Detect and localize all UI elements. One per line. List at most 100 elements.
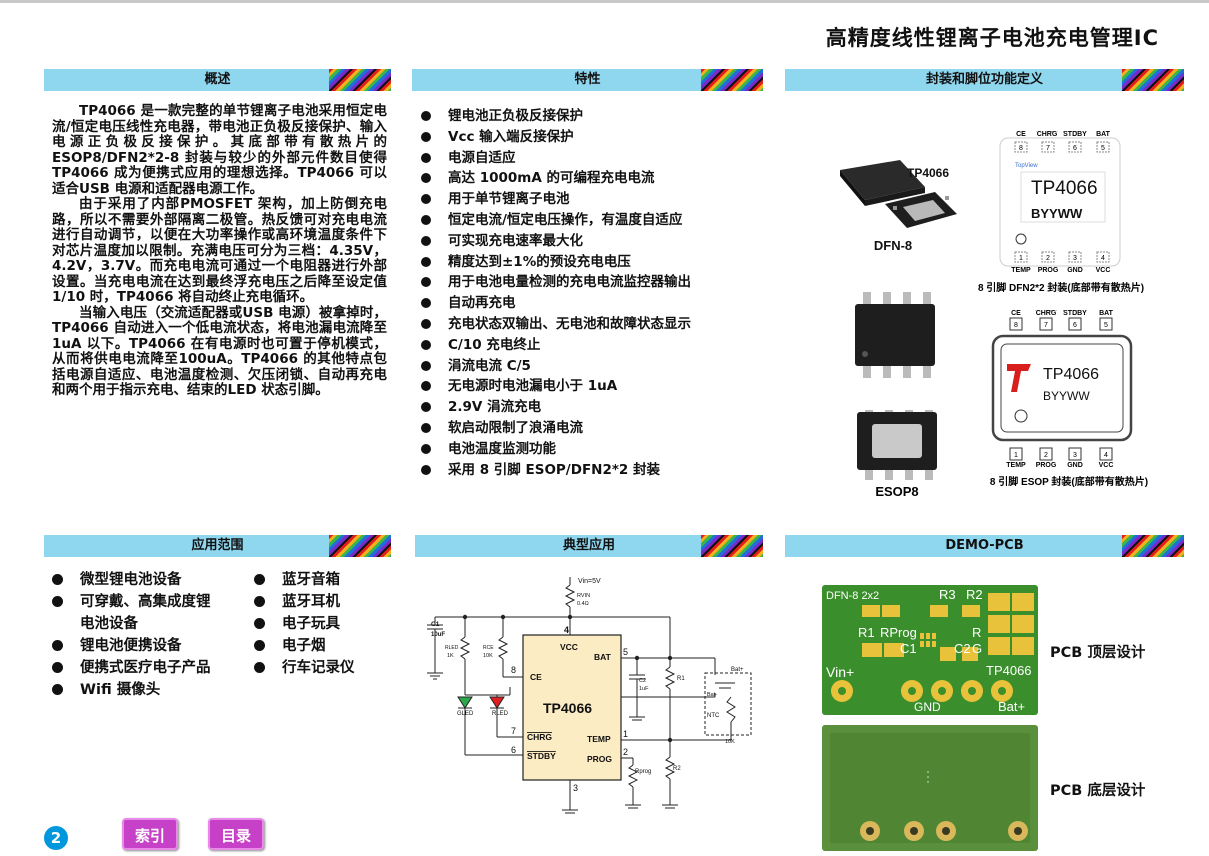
esop-pin-name: CE [1011, 310, 1021, 317]
esop-pin-number: 6 [1073, 322, 1077, 329]
dfn-pin-name: BAT [1096, 131, 1111, 138]
feature-item: 软启动限制了浪涌电流 [420, 418, 765, 439]
c2-label: C2 [639, 678, 646, 684]
dfn-chip-photo: TP4066 [840, 160, 957, 228]
dfn-marking-2: BYYWW [1031, 206, 1083, 221]
feature-item: 精度达到±1%的预设充电电压 [420, 252, 765, 273]
ntc-value: 10K [725, 739, 735, 745]
bat-plus-label: Bat+ [731, 667, 744, 673]
esop-marking-1: TP4066 [1043, 366, 1099, 383]
esop-pin-number: 5 [1104, 322, 1108, 329]
pcb-silk-r1: R1 [858, 625, 875, 640]
dfn-label: DFN-8 [874, 238, 912, 253]
toc-button[interactable]: 目录 [208, 818, 264, 850]
application-item: Wifi 摄像头 [48, 679, 248, 701]
header-decoration [701, 69, 763, 91]
esop-pin-name: VCC [1099, 462, 1114, 469]
dfn-chip-name: TP4066 [907, 166, 949, 180]
pin-temp: TEMP [587, 734, 611, 744]
dfn-pin-name: TEMP [1011, 267, 1031, 274]
application-item: 电子玩具 [250, 613, 390, 635]
bat-minus-label: Bat- [707, 692, 717, 698]
esop-pin-name: STDBY [1063, 310, 1087, 317]
dfn-pin-name: STDBY [1063, 131, 1087, 138]
feature-item: 无电源时电池漏电小于 1uA [420, 376, 765, 397]
pcb-silk-c1: C1 [900, 641, 917, 656]
pcb-bottom-image [822, 725, 1038, 851]
esop-pin-name: CHRG [1036, 310, 1057, 317]
package-diagram: TP4066 DFN-8 CE CHRG STDBY BAT 8 7 6 5 T… [840, 131, 1148, 499]
pcb-bottom-label: PCB 底层设计 [1050, 783, 1146, 799]
topview-label: TopView [1015, 163, 1038, 169]
demo-pcb-header: DEMO-PCB [785, 535, 1184, 557]
features-header-label: 特性 [574, 72, 601, 87]
gled-label: GLED [457, 711, 474, 717]
dfn-pin-number: 7 [1046, 145, 1050, 152]
overview-paragraph: TP4066 是一款完整的单节锂离子电池采用恒定电流/恒定电压线性充电器，带电池… [52, 103, 387, 197]
header-decoration [701, 535, 763, 557]
pcb-silk-c2: C2 [954, 641, 971, 656]
feature-item: 涓流电流 C/5 [420, 356, 765, 377]
pin-number: 1 [623, 729, 628, 739]
pcb-silk-bat: Bat+ [998, 699, 1025, 714]
index-button[interactable]: 索引 [122, 818, 178, 850]
pcb-silk-chip: TP4066 [986, 663, 1032, 678]
dfn-pin-name: VCC [1096, 267, 1111, 274]
rled-label: RLED [492, 711, 509, 717]
feature-item: 自动再充电 [420, 293, 765, 314]
c2-value: 1uF [639, 686, 649, 692]
esop-label: ESOP8 [875, 484, 918, 499]
pin-chrg: CHRG [527, 732, 552, 742]
feature-item: 用于电池电量检测的充电电流监控器输出 [420, 272, 765, 293]
pin-number: 5 [623, 647, 628, 657]
dfn-caption: 8 引脚 DFN2*2 封装(底部带有散热片) [978, 281, 1144, 294]
pcb-silk-gnd: GND [914, 700, 941, 714]
dfn-pin-name: GND [1067, 267, 1083, 274]
pin-vcc: VCC [560, 642, 578, 652]
feature-item: C/10 充电终止 [420, 335, 765, 356]
rce-label: RCE [483, 645, 494, 651]
pcb-silk-r: R [972, 625, 981, 640]
dfn-pin-number: 5 [1101, 145, 1105, 152]
pcb-silk-dfn: DFN-8 2x2 [826, 590, 879, 602]
features-list: 锂电池正负极反接保护 Vcc 输入端反接保护 电源自适应 高达 1000mA 的… [420, 106, 765, 480]
pcb-silk-r2: R2 [966, 587, 983, 602]
rled-resistor-label: RLED [445, 645, 459, 651]
esop-chip-photo [855, 292, 937, 480]
pcb-top-image: DFN-8 2x2 R3 R2 R1 RProg R C1 C2 G TP406… [822, 585, 1038, 715]
esop-pin-name: GND [1067, 462, 1083, 469]
esop-pin-name: TEMP [1006, 462, 1026, 469]
application-item: 行车记录仪 [250, 657, 390, 679]
applications-list-right: 蓝牙音箱 蓝牙耳机 电子玩具 电子烟 行车记录仪 [250, 569, 390, 679]
pcb-silk-r3: R3 [939, 587, 956, 602]
dfn-pin-number: 3 [1073, 255, 1077, 262]
applications-header: 应用范围 [44, 535, 391, 557]
dfn-pin-number: 8 [1019, 145, 1023, 152]
feature-item: 电源自适应 [420, 148, 765, 169]
header-decoration [329, 535, 391, 557]
dfn-pin-name: CHRG [1037, 131, 1058, 138]
document-title: 高精度线性锂离子电池充电管理IC [825, 26, 1159, 50]
page-number: 2 [44, 826, 68, 850]
application-item: 便携式医疗电子产品 [48, 657, 248, 679]
typical-header-label: 典型应用 [562, 538, 615, 553]
esop-pin-number: 3 [1073, 452, 1077, 459]
r2-label: R2 [673, 766, 681, 772]
esop-pin-number: 7 [1044, 322, 1048, 329]
pcb-silk-rprog: RProg [880, 625, 917, 640]
pcb-silk-vin: Vin+ [826, 664, 854, 680]
header-decoration [1122, 535, 1184, 557]
esop-marking-2: BYYWW [1043, 389, 1090, 403]
feature-item: 充电状态双输出、无电池和故障状态显示 [420, 314, 765, 335]
pin-bat: BAT [594, 652, 612, 662]
overview-header-label: 概述 [204, 72, 231, 87]
applications-header-label: 应用范围 [191, 538, 244, 553]
typical-header: 典型应用 [415, 535, 763, 557]
rvin-value: 0.4Ω [577, 601, 589, 607]
overview-paragraph: 当输入电压（交流适配器或USB 电源）被拿掉时，TP4066 自动进入一个低电流… [52, 304, 387, 398]
dfn-pin-name: CE [1016, 131, 1026, 138]
application-item: 蓝牙耳机 [250, 591, 390, 613]
dfn-pin-name: PROG [1038, 267, 1059, 274]
dfn-pin-number: 4 [1101, 255, 1105, 262]
pin-prog: PROG [587, 754, 612, 764]
